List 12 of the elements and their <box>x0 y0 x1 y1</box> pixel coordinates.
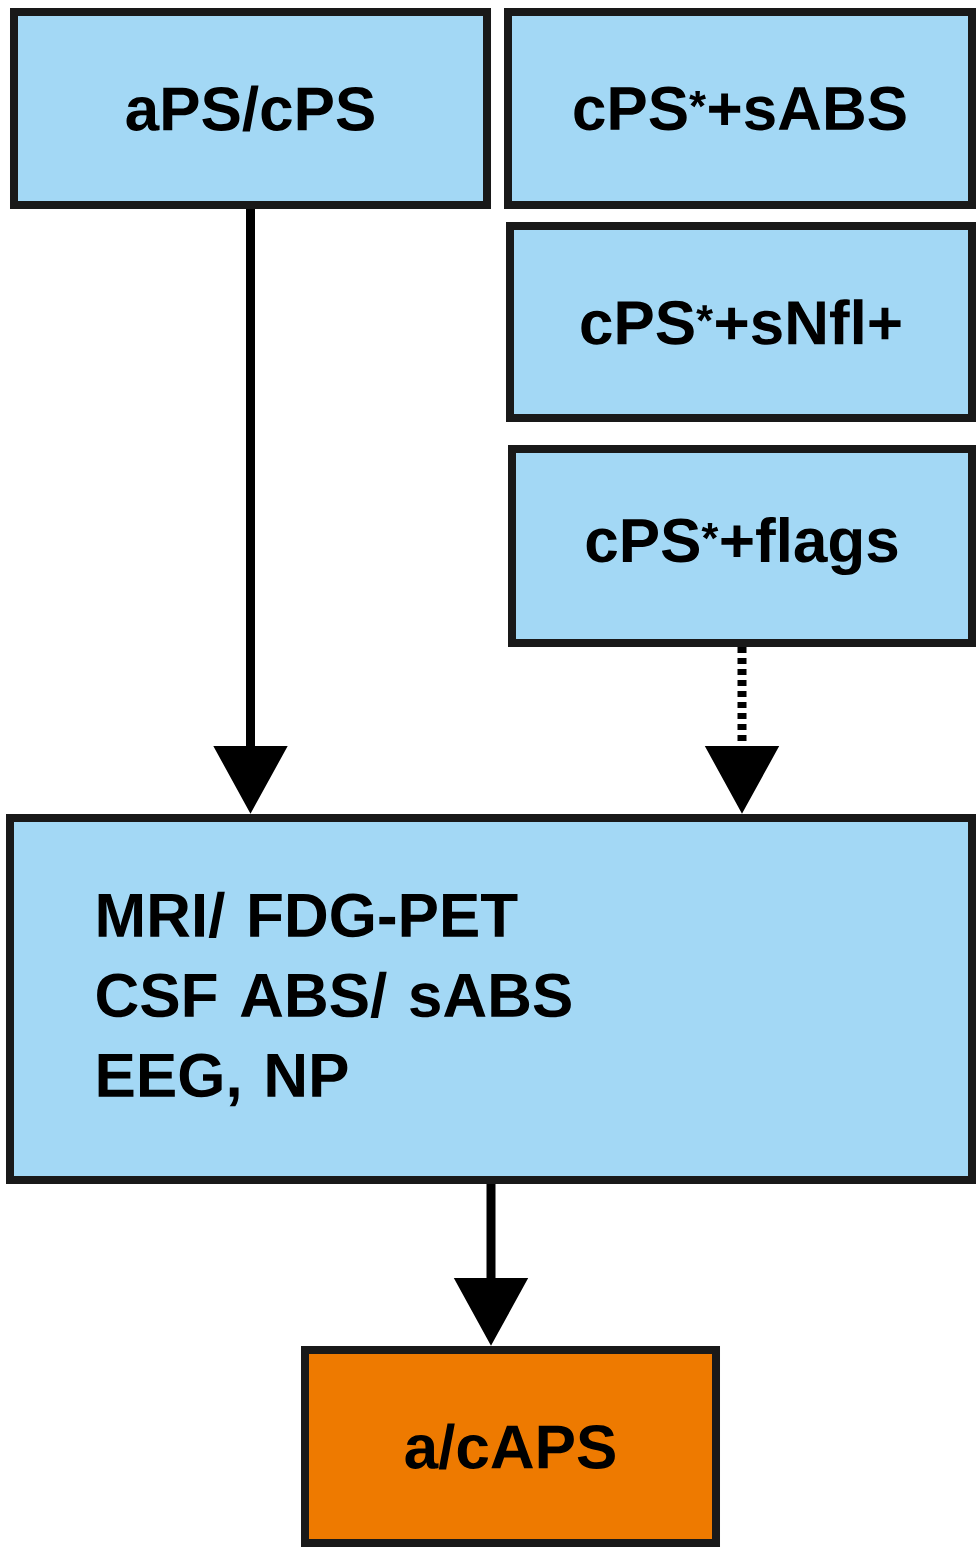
process-box <box>10 8 491 209</box>
box-label: MRI/ FDG-PET CSF ABS/ sABS EEG, NP <box>97 891 571 1107</box>
process-box <box>506 222 976 422</box>
box-label: cPS$^{*}$+flags <box>586 517 898 576</box>
box-label: aPS/cPS <box>126 85 374 132</box>
box-label: cPS$^{*}$+sABS <box>574 86 906 131</box>
process-box <box>6 814 976 1184</box>
result-box <box>301 1346 720 1547</box>
box-label: cPS$^{*}$+sNfl+ <box>581 299 901 345</box>
process-box <box>504 8 976 209</box>
process-box <box>508 445 976 647</box>
box-label: a/cAPS <box>405 1423 615 1470</box>
